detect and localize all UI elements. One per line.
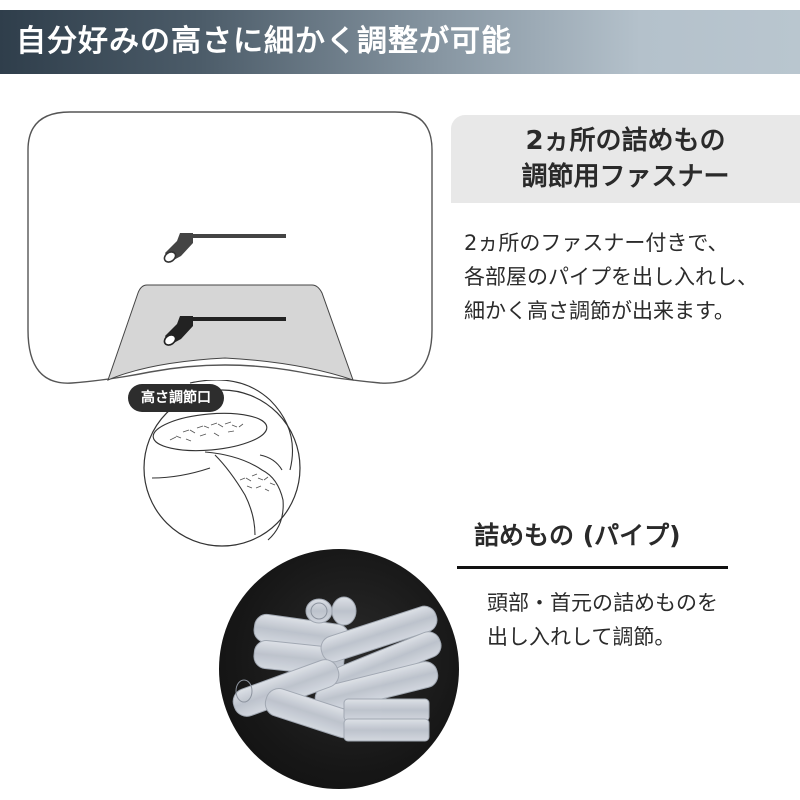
pillow-outline bbox=[27, 111, 433, 384]
fastener-title-line2: 調節用ファスナー bbox=[521, 162, 730, 192]
filling-desc-line: 頭部・首元の詰めものを bbox=[487, 591, 718, 615]
banner-title: 自分好みの高さに細かく調整が可能 bbox=[16, 24, 512, 59]
pipes-icon bbox=[232, 596, 442, 742]
fastener-title-line1: 2ヵ所の詰めもの bbox=[525, 126, 726, 156]
fastener-desc-line: 細かく高さ調節が出来ます。 bbox=[464, 299, 735, 323]
filling-heading: 詰めもの (パイプ) bbox=[474, 521, 681, 550]
adjust-zone bbox=[107, 284, 354, 381]
pipe-pieces-icon bbox=[169, 421, 276, 492]
fastener-desc-line: 各部屋のパイプを出し入れし、 bbox=[464, 265, 758, 289]
pillow-diagram bbox=[27, 111, 433, 384]
fastener-description: 2ヵ所のファスナー付きで、 各部屋のパイプを出し入れし、 細かく高さ調節が出来ま… bbox=[464, 226, 758, 328]
filling-description: 頭部・首元の詰めものを 出し入れして調節。 bbox=[487, 586, 718, 654]
fastener-callout: 2ヵ所の詰めもの 調節用ファスナー bbox=[451, 115, 800, 203]
fastener-desc-line: 2ヵ所のファスナー付きで、 bbox=[464, 231, 729, 255]
pipe-filling-photo bbox=[219, 549, 459, 789]
detail-label: 高さ調節口 bbox=[128, 384, 224, 412]
zipper-lower-icon bbox=[163, 316, 286, 346]
heading-divider bbox=[457, 566, 728, 569]
filling-desc-line: 出し入れして調節。 bbox=[487, 625, 676, 649]
header-banner: 自分好みの高さに細かく調整が可能 bbox=[0, 10, 800, 74]
zipper-upper-icon bbox=[163, 233, 286, 263]
